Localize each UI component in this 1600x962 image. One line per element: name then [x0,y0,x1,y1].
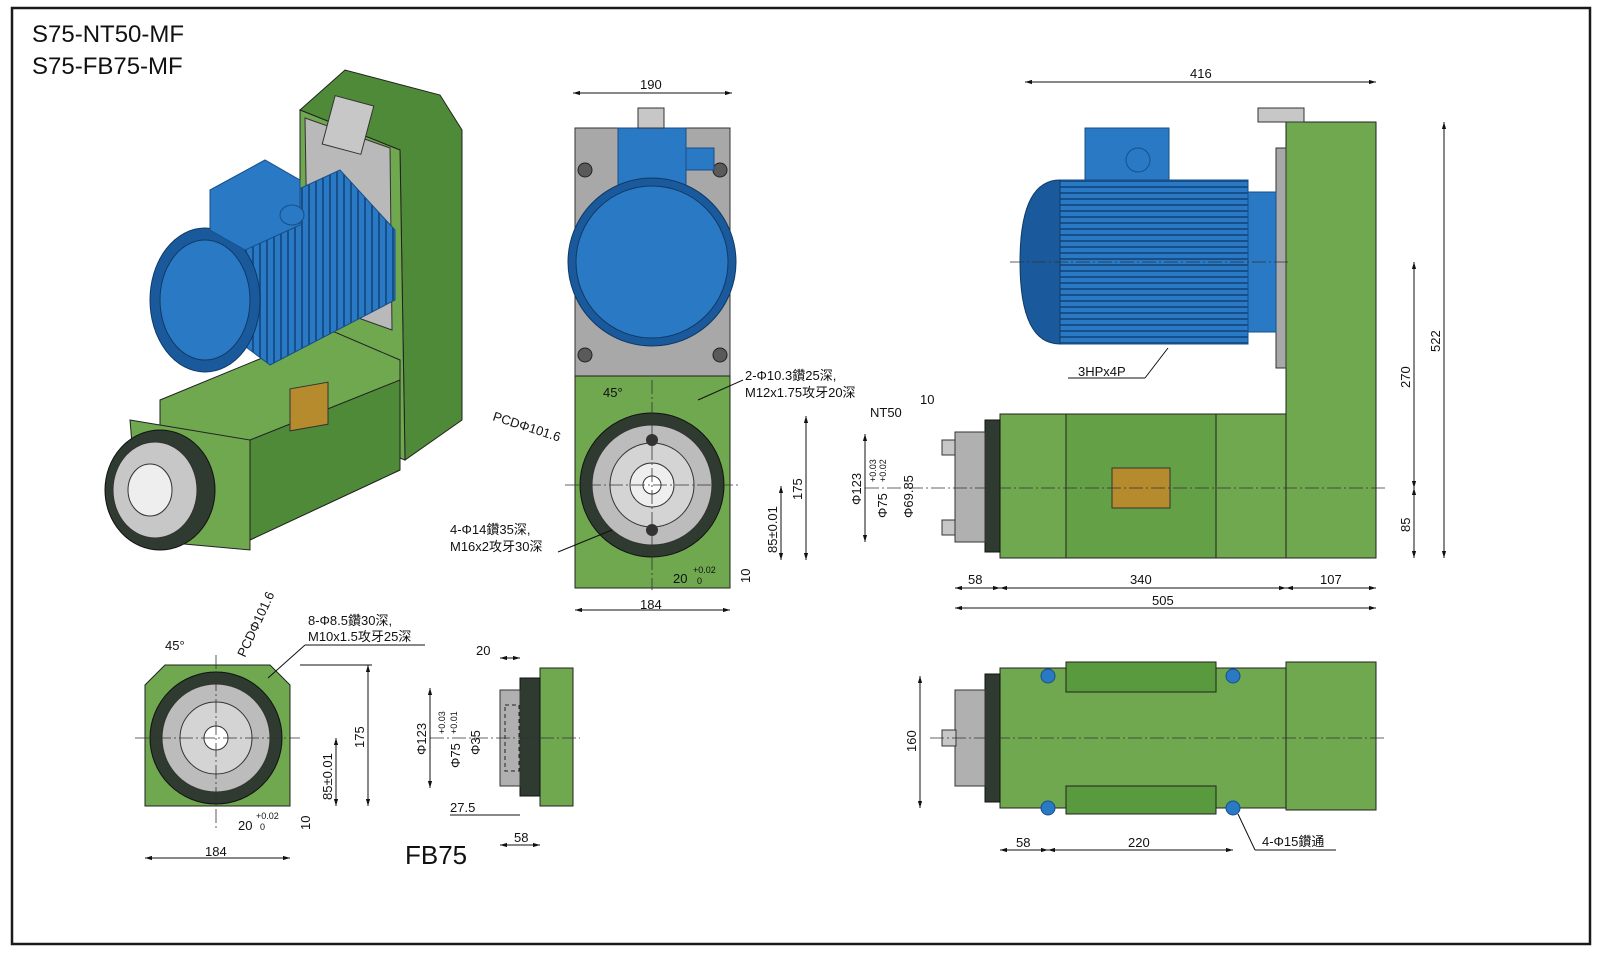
dim-side-motor-height: 270 [1398,366,1413,388]
dim-fb-center-height: 85±0.01 [320,753,335,800]
dim-side-total-width: 416 [1190,66,1212,81]
dim-side-len-b: 340 [1130,572,1152,587]
dim-fbd-len-a: 27.5 [450,800,475,815]
drawing-frame [10,6,1592,946]
dim-side-total-length: 505 [1152,593,1174,608]
dim-side-total-height: 522 [1428,330,1443,352]
motor-label: 3HPx4P [1078,364,1126,379]
dim-fb-width: 184 [205,844,227,859]
top-holes-label: 4-Φ15鑽通 [1262,834,1324,849]
fb-holes-1: 8-Φ8.5鑽30深, [308,613,392,628]
dim-side-len-a: 58 [968,572,982,587]
model-title-2: S75-FB75-MF [32,53,183,80]
dim-side-len-c: 107 [1320,572,1342,587]
dim-fb-height: 175 [352,726,367,748]
fb-holes-2: M10x1.5攻牙25深 [308,629,411,644]
dim-front-height: 175 [790,478,805,500]
fb-detail-view: 20 Φ123 Φ75 +0.03 +0.01 Φ35 27.5 58 FB75 [405,643,580,870]
front-tapped-holes-1: 2-Φ10.3鑽25深, [745,368,836,383]
dim-front-key-tol-low: 0 [697,576,702,586]
front-tapped-holes-2: M12x1.75攻牙20深 [745,385,856,400]
dim-fb-key: 20 [238,818,252,833]
front-view: 190 184 175 85±0.01 10 20 +0.02 0 45° PC… [450,77,856,613]
isometric-view [104,69,463,551]
dim-top-height: 160 [904,730,919,752]
top-view: 160 58 220 4-Φ15鑽通 [904,661,1385,853]
fb-pcd: PCDΦ101.6 [234,589,277,659]
dim-top-len-b: 220 [1128,835,1150,850]
dim-fb-offset: 10 [298,816,313,830]
dim-front-center-height: 85±0.01 [765,506,780,553]
dim-fbd-pilot-tol-up: +0.03 [437,711,447,734]
fb-front-view: 175 85±0.01 10 20 +0.02 0 184 45° PCDΦ10… [135,589,425,861]
front-bolt-holes-2: M16x2攻牙30深 [450,539,542,554]
dim-fbd-pilot-tol-low: +0.01 [449,711,459,734]
dim-side-pilot-tol-up: +0.03 [868,459,878,482]
dim-side-pilot-tol-low: +0.02 [878,459,888,482]
side-view: 416 522 270 85 3HPx4P NT50 10 Φ123 Φ75 +… [849,66,1447,611]
front-bolt-holes-1: 4-Φ14鑽35深, [450,522,530,537]
dim-fbd-len-top: 20 [476,643,490,658]
dim-side-axis-height: 85 [1398,518,1413,532]
dim-front-width-bottom: 184 [640,597,662,612]
dim-fbd-dia-outer: Φ123 [414,723,429,755]
dim-front-key: 20 [673,571,687,586]
dim-front-width-top: 190 [640,77,662,92]
front-pcd: PCDΦ101.6 [491,409,563,445]
dim-top-len-a: 58 [1016,835,1030,850]
model-title-1: S75-NT50-MF [32,21,184,48]
dim-fbd-len-b: 58 [514,830,528,845]
dim-fbd-dia-pilot: Φ75 [448,743,463,768]
dim-front-offset: 10 [738,569,753,583]
dim-fb-key-tol-up: +0.02 [256,811,279,821]
dim-side-dia-bore: Φ69.85 [901,475,916,518]
front-angle: 45° [603,385,623,400]
dim-side-dia-outer: Φ123 [849,473,864,505]
fb-label: FB75 [405,840,467,870]
dim-side-dia-pilot: Φ75 [875,493,890,518]
nameplate [289,381,329,432]
dim-side-nose-len: 10 [920,392,934,407]
fb-angle: 45° [165,638,185,653]
spindle-nose-label: NT50 [870,405,902,420]
dim-front-key-tol-up: +0.02 [693,565,716,575]
dim-fbd-dia-bore: Φ35 [468,730,483,755]
dim-fb-key-tol-low: 0 [260,822,265,832]
